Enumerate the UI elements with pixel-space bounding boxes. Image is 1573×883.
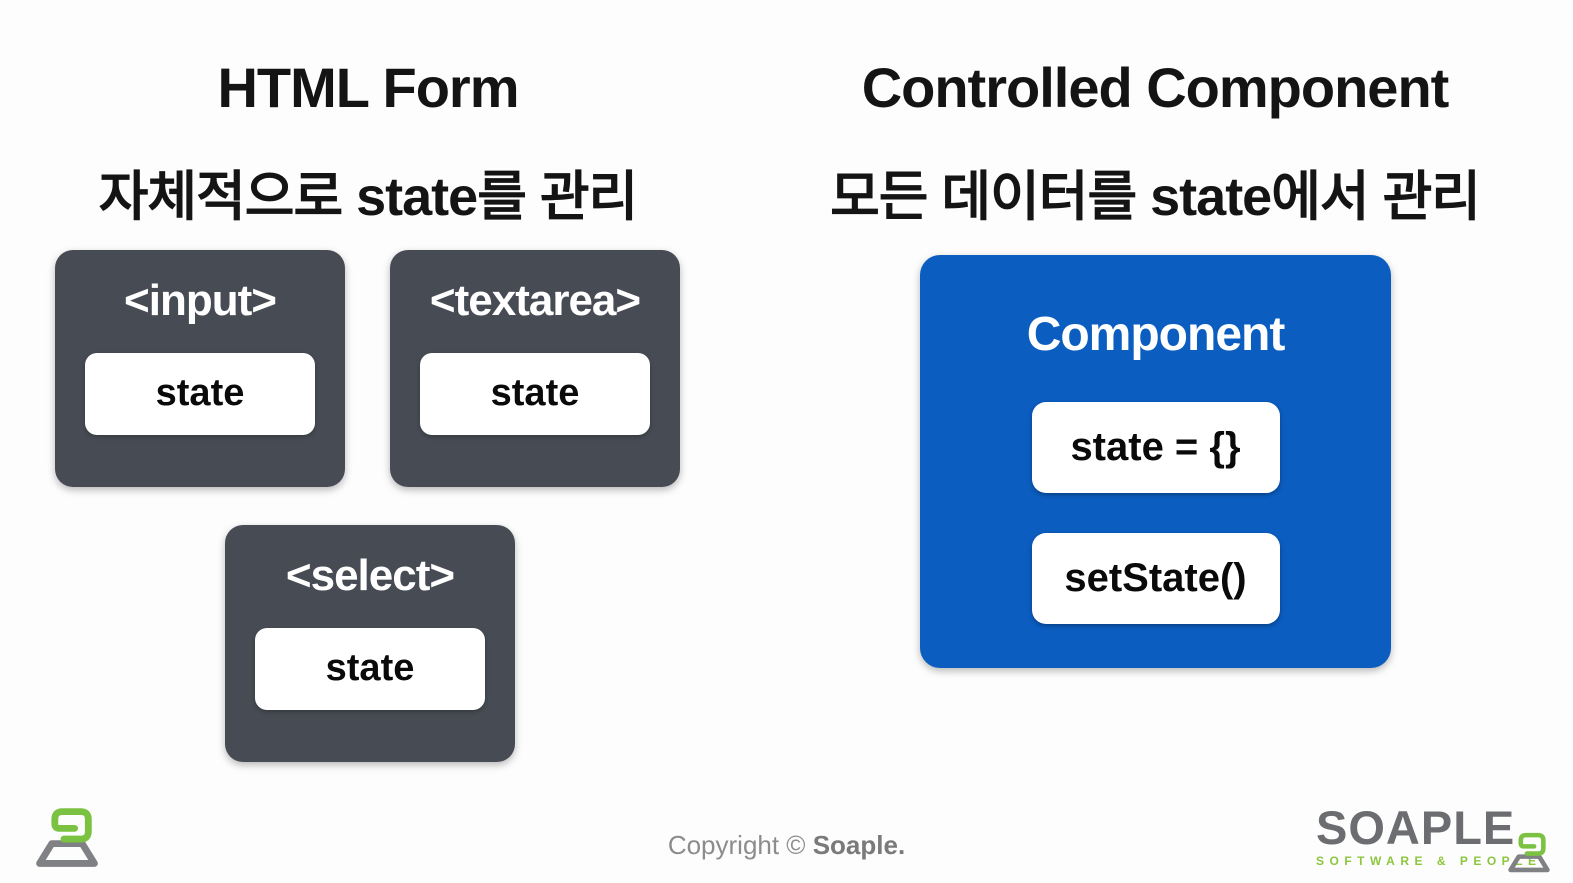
state-object-chip: state = {}: [1031, 402, 1280, 493]
soaple-brand-tagline: SOFTWARE & PEOPLE: [1316, 854, 1542, 868]
html-form-subtitle: 자체적으로 state를 관리: [98, 167, 639, 227]
soaple-brand-block: SOAPLE SOFTWARE & PEOPLE: [1316, 804, 1546, 868]
select-box: <select> state: [225, 525, 515, 762]
copyright-prefix: Copyright ©: [667, 830, 813, 860]
select-state-chip: state: [255, 627, 485, 710]
input-box: <input> state: [55, 250, 345, 487]
textarea-tag-label: <textarea>: [429, 276, 641, 325]
soaple-logo-mini-icon: [1503, 830, 1555, 873]
input-state-chip: state: [85, 352, 315, 435]
copyright-brand: Soaple.: [812, 830, 906, 860]
soaple-brand-name: SOAPLE: [1316, 801, 1516, 854]
component-title: Component: [1026, 308, 1286, 361]
controlled-component-subtitle: 모든 데이터를 state에서 관리: [830, 167, 1481, 227]
setstate-chip: setState(): [1031, 533, 1280, 624]
html-form-title: HTML Form: [217, 56, 519, 119]
copyright-text: Copyright © Soaple.: [0, 830, 1573, 861]
textarea-state-chip: state: [420, 352, 650, 435]
select-tag-label: <select>: [285, 551, 455, 600]
textarea-box: <textarea> state: [390, 250, 680, 487]
controlled-component-title: Controlled Component: [861, 56, 1450, 119]
component-box: Component state = {} setState(): [920, 255, 1391, 668]
input-tag-label: <input>: [124, 276, 277, 325]
